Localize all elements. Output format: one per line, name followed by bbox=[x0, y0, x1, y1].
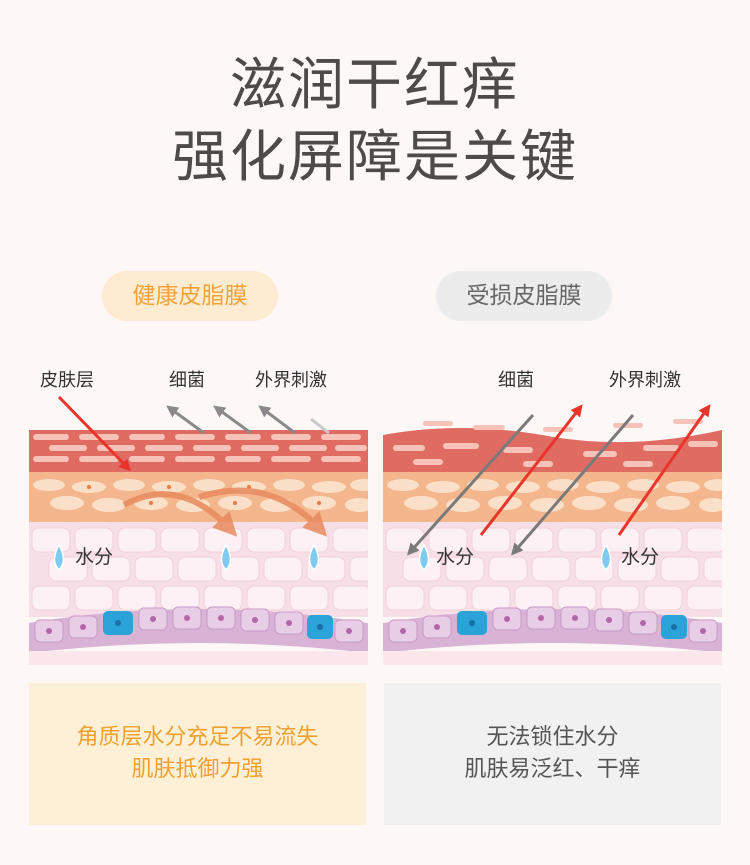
arrow-icon bbox=[213, 405, 252, 435]
arrow-icon bbox=[511, 414, 635, 556]
damaged-skin-diagram bbox=[383, 395, 722, 665]
water-drop-icon bbox=[220, 543, 232, 572]
healthy-skin-diagram bbox=[29, 395, 368, 665]
arrow-icon bbox=[57, 395, 132, 472]
label-external-right: 外界刺激 bbox=[609, 370, 681, 391]
page-title-line2: 强化屏障是关键 bbox=[172, 125, 578, 190]
damaged-membrane-badge: 受损皮脂膜 bbox=[436, 271, 612, 321]
healthy-caption-box: 角质层水分充足不易流失 肌肤抵御力强 bbox=[29, 683, 366, 825]
healthy-membrane-badge: 健康皮脂膜 bbox=[102, 271, 278, 321]
damaged-caption-box: 无法锁住水分 肌肤易泛红、干痒 bbox=[384, 683, 721, 825]
arrow-icon bbox=[479, 404, 583, 536]
label-bacteria-left: 细菌 bbox=[169, 370, 205, 391]
water-drop-icon bbox=[418, 543, 430, 572]
water-label-right-1: 水分 bbox=[436, 546, 475, 568]
label-external-left: 外界刺激 bbox=[255, 370, 327, 391]
arrow-icon bbox=[258, 405, 296, 435]
page-title-line1: 滋润干红痒 bbox=[230, 53, 520, 118]
healthy-caption-line1: 角质层水分充足不易流失 bbox=[76, 725, 319, 750]
water-drop-icon bbox=[600, 543, 612, 572]
arrow-icon bbox=[617, 404, 711, 536]
water-label-left: 水分 bbox=[75, 546, 114, 568]
arrow-icon bbox=[122, 491, 238, 537]
healthy-caption-line2: 肌肤抵御力强 bbox=[131, 757, 264, 782]
arrow-icon bbox=[198, 487, 328, 537]
damaged-caption-line2: 肌肤易泛红、干痒 bbox=[464, 757, 641, 782]
label-skin-layer: 皮肤层 bbox=[40, 370, 94, 391]
label-bacteria-right: 细菌 bbox=[498, 370, 534, 391]
water-drop-icon bbox=[53, 543, 65, 572]
damaged-caption-line1: 无法锁住水分 bbox=[486, 725, 619, 750]
arrow-icon bbox=[406, 413, 535, 556]
arrow-icon bbox=[166, 405, 205, 435]
water-drop-icon bbox=[308, 543, 320, 572]
water-label-right-2: 水分 bbox=[621, 546, 660, 568]
